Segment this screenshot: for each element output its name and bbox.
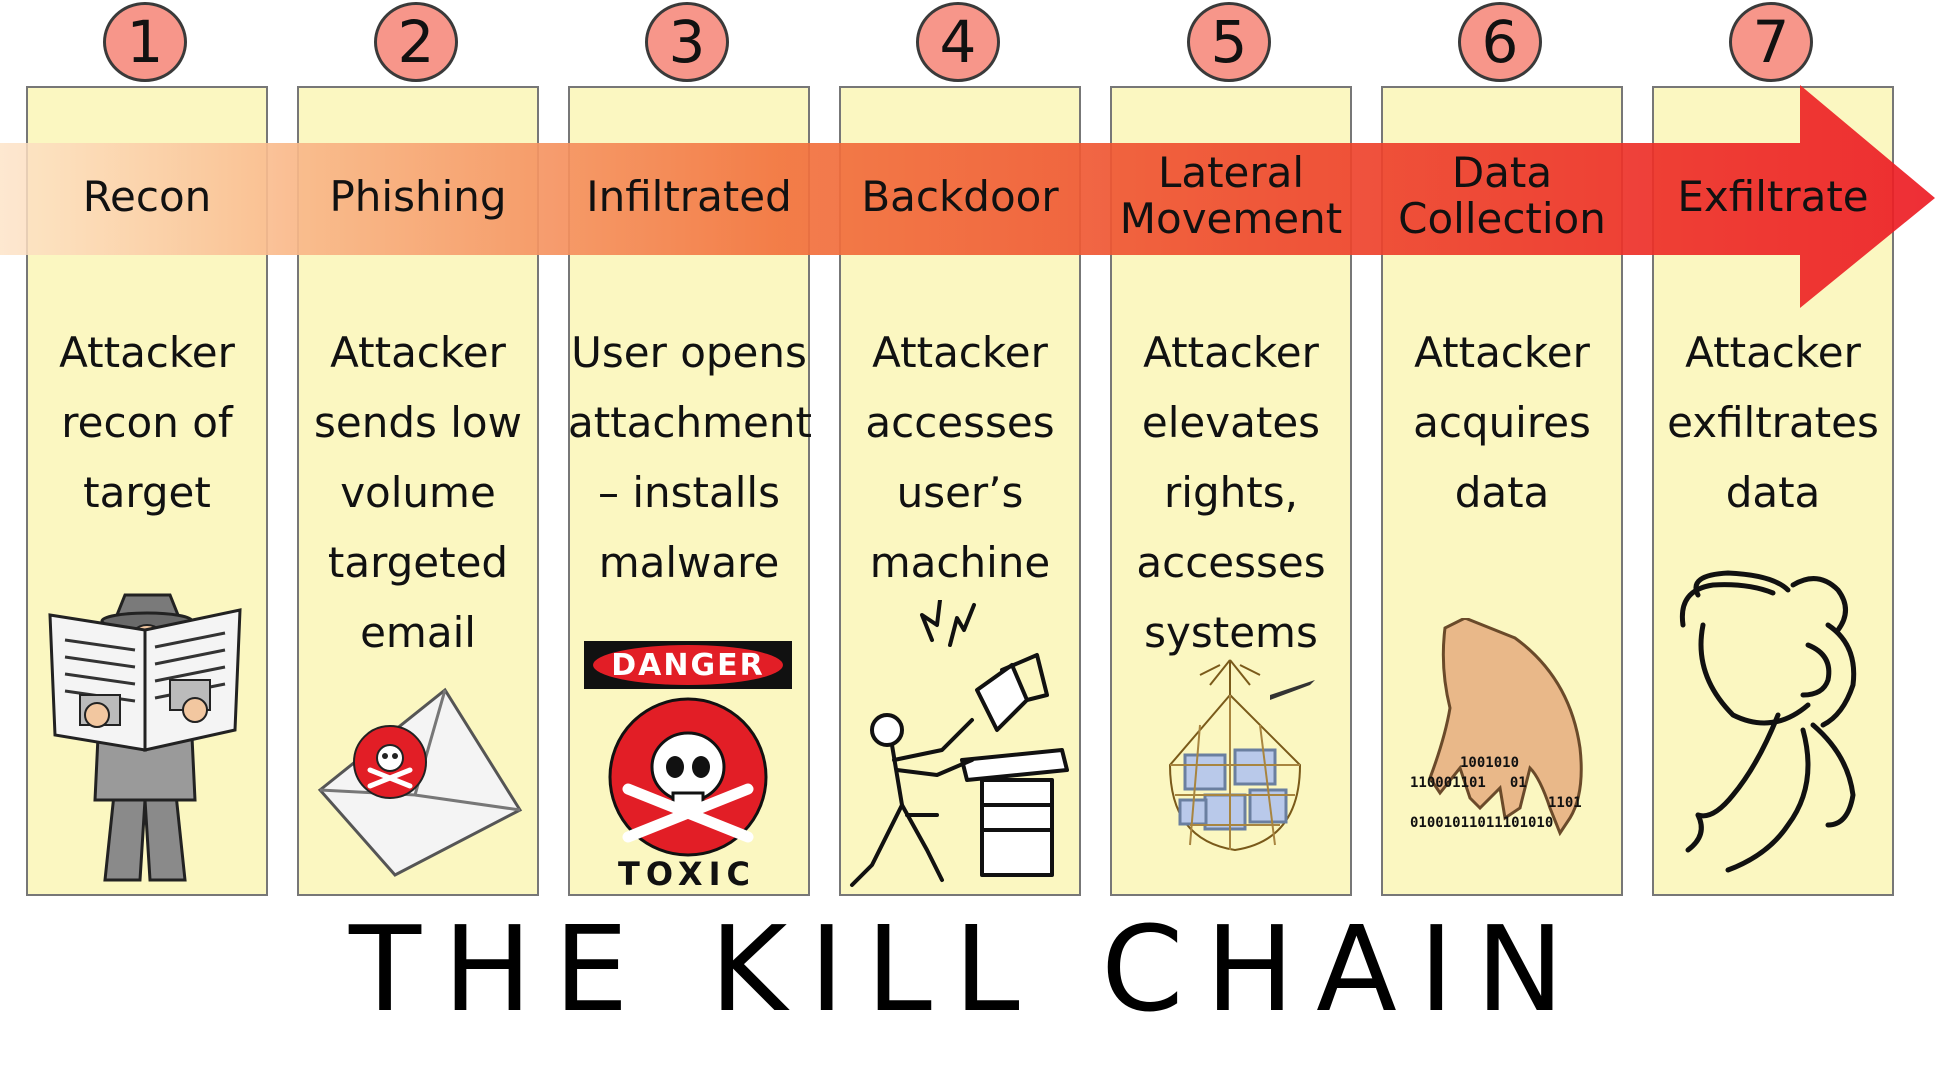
thief-with-sack-icon (1679, 570, 1857, 873)
stage-7-number: 7 (1729, 2, 1813, 82)
hand-grabbing-binary-icon: 1001010 110001101 01 1101 01001011011101… (1400, 618, 1600, 878)
stage-1-title: Recon (82, 172, 212, 221)
stage-4-description: Attacker accesses user’s machine (865, 328, 1055, 587)
poison-envelope-icon (317, 687, 523, 877)
stage-6-number: 6 (1458, 2, 1542, 82)
stage-7-description: Attacker exfiltrates data (1667, 328, 1879, 517)
stage-4-title: Backdoor (861, 172, 1059, 221)
hacker-at-computer-icon (850, 600, 1069, 887)
stage-2-number: 2 (374, 2, 458, 82)
binary-line-4: 1101 (1548, 795, 1582, 811)
stage-5-title: Lateral Movement (1119, 148, 1343, 243)
danger-sign: DANGER (584, 641, 792, 689)
progress-arrow (0, 85, 1935, 308)
stage-3-title: Infiltrated (586, 172, 792, 221)
stage-2-description: Attacker sends low volume targeted email (314, 328, 522, 657)
stage-1-description: Attacker recon of target (59, 328, 235, 517)
stage-3-description: User opens attachment – installs malware (568, 328, 812, 587)
stage-1-number: 1 (103, 2, 187, 82)
main-title: THE KILL CHAIN (349, 900, 1586, 1038)
stage-2-title: Phishing (329, 172, 507, 221)
danger-toxic-icon: DANGER TOXIC (582, 637, 792, 893)
newspaper-spy-icon (48, 593, 242, 882)
binary-data: 1001010 110001101 01 1101 01001011011101… (1400, 753, 1600, 833)
stage-3-number: 3 (645, 2, 729, 82)
toxic-skull-icon (608, 697, 768, 857)
stage-5-description: Attacker elevates rights, accesses syste… (1136, 328, 1326, 657)
binary-line-5: 01001011011101010 (1410, 815, 1554, 831)
stage-6-title: Data Collection (1398, 148, 1606, 243)
danger-label: DANGER (611, 647, 765, 683)
toxic-label: TOXIC (618, 855, 756, 893)
stage-4-number: 4 (916, 2, 1000, 82)
binary-line-1: 1001010 (1460, 755, 1520, 771)
binary-line-3: 01 (1509, 775, 1527, 791)
net-of-screens-icon (1168, 659, 1315, 852)
stage-5-number: 5 (1187, 2, 1271, 82)
stage-7-title: Exfiltrate (1677, 172, 1869, 221)
binary-line-2: 110001101 (1410, 775, 1486, 791)
grabbing-hand-icon (1428, 618, 1583, 837)
stage-6-description: Attacker acquires data (1413, 328, 1591, 517)
